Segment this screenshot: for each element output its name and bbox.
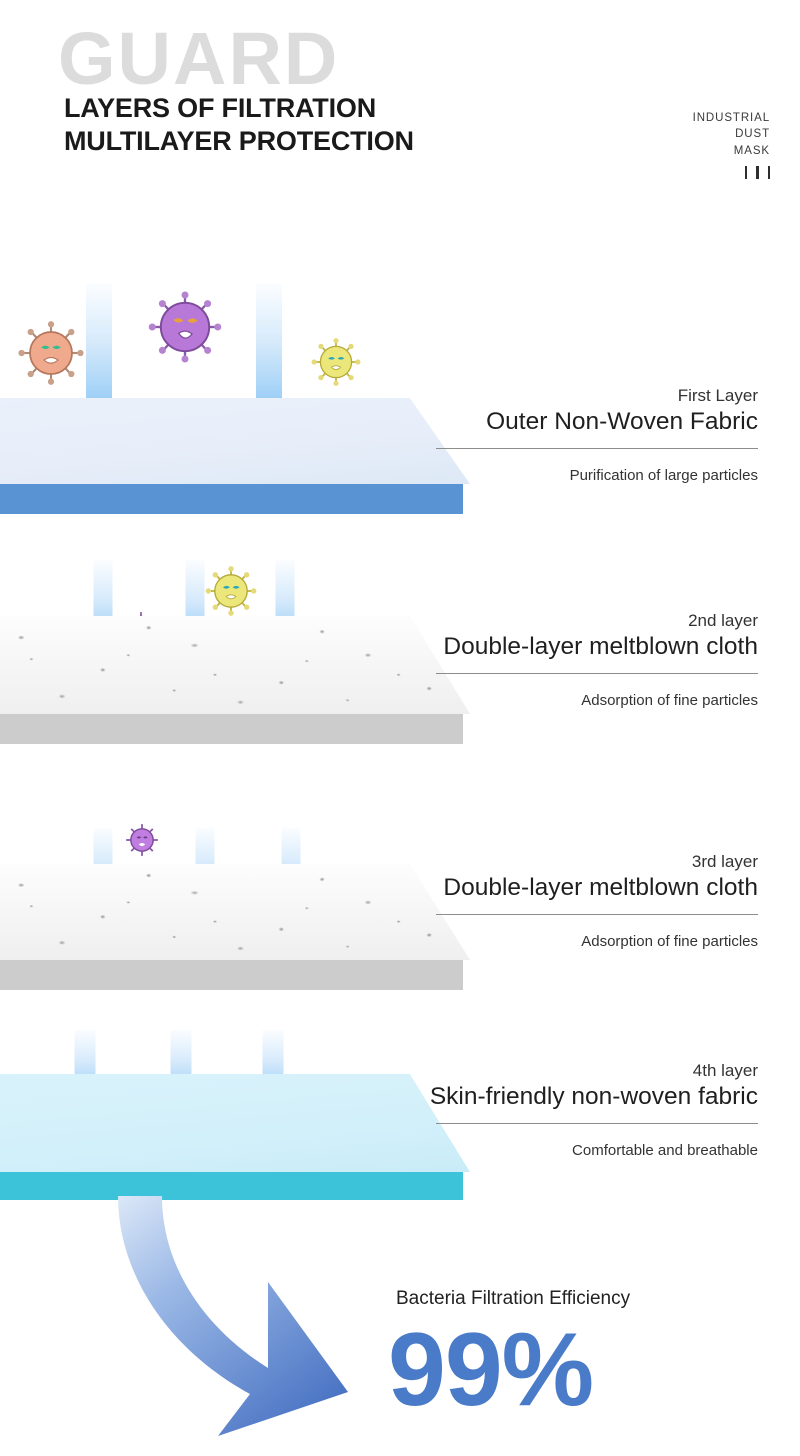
germ-icon — [146, 288, 224, 366]
layer-1-text: First Layer Outer Non-Woven Fabric Purif… — [318, 385, 758, 484]
layer-slab — [0, 616, 470, 714]
layer-label: 2nd layer — [688, 611, 758, 630]
germ-icon — [16, 318, 86, 388]
watermark-guard: GUARD — [58, 17, 340, 100]
germ-icon — [124, 822, 160, 858]
layer-slab-edge — [0, 484, 463, 514]
germ-icon — [204, 564, 258, 618]
germ-icon — [310, 336, 362, 388]
layer-caption: Comfortable and breathable — [572, 1142, 758, 1160]
layer-title: Skin-friendly non-woven fabric — [429, 1083, 758, 1111]
layer-title: Double-layer meltblown cloth — [443, 633, 758, 661]
layer-label: 3rd layer — [691, 852, 758, 871]
page-title-line-2: MULTILAYER PROTECTION — [64, 126, 414, 157]
brand-badge: INDUSTRIAL DUST MASK — [693, 110, 770, 179]
layer-caption: Adsorption of fine particles — [581, 692, 758, 710]
layer-4-text: 4th layer Skin-friendly non-woven fabric… — [318, 1060, 758, 1159]
divider — [436, 914, 758, 916]
layer-slab-edge — [0, 1172, 463, 1200]
bars-icon — [693, 165, 770, 179]
layer-caption: Purification of large particles — [569, 467, 758, 485]
layer-label: First Layer — [677, 386, 758, 405]
layer-2-text: 2nd layer Double-layer meltblown cloth A… — [318, 610, 758, 709]
layer-title: Outer Non-Woven Fabric — [486, 408, 758, 436]
divider — [436, 673, 758, 675]
layer-3-text: 3rd layer Double-layer meltblown cloth A… — [318, 851, 758, 950]
layer-slab — [0, 1074, 470, 1172]
page-title: LAYERS OF FILTRATION MULTILAYER PROTECTI… — [64, 92, 414, 159]
layer-caption: Adsorption of fine particles — [581, 933, 758, 951]
brand-badge-line-1: INDUSTRIAL — [692, 112, 770, 124]
page-title-line-1: LAYERS OF FILTRATION — [64, 93, 376, 123]
divider — [436, 1123, 758, 1125]
layer-label: 4th layer — [692, 1061, 758, 1080]
brand-badge-line-2: DUST — [735, 128, 770, 141]
layer-slab — [0, 864, 470, 960]
efficiency-label: Bacteria Filtration Efficiency — [396, 1288, 631, 1309]
efficiency-value: 99% — [388, 1312, 594, 1428]
layer-slab-edge — [0, 960, 463, 990]
layer-title: Double-layer meltblown cloth — [443, 874, 758, 902]
divider — [436, 448, 758, 450]
layer-slab-edge — [0, 714, 463, 744]
layer-slab — [0, 398, 470, 484]
curved-arrow-down-icon — [118, 1196, 348, 1436]
brand-badge-line-3: MASK — [733, 144, 770, 157]
